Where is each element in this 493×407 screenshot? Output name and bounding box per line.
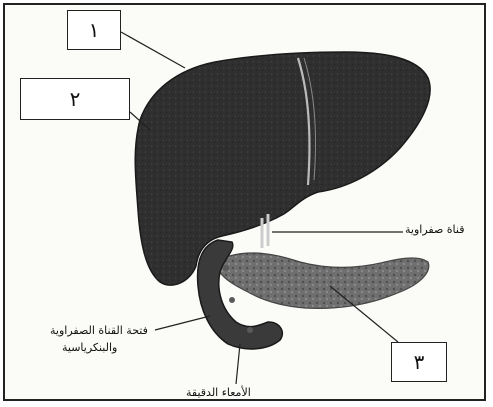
duct-opening-label-line2: والبنكرياسية — [62, 341, 117, 354]
label-box-1: ١ — [67, 10, 121, 50]
leader-line-small-intestine — [236, 344, 240, 384]
label-box-2: ٢ — [20, 78, 130, 120]
duct-opening-label-line1: فتحة القناة الصفراوية — [50, 324, 148, 337]
pancreas — [215, 253, 429, 308]
leader-line-1 — [121, 32, 185, 68]
liver — [135, 52, 430, 285]
small-intestine-label: الأمعاء الدقيقة — [186, 386, 251, 399]
leader-line-duct-opening — [155, 316, 210, 330]
bile-duct-label: قناة صفراوية — [405, 223, 465, 236]
label-box-3: ٣ — [391, 342, 447, 382]
